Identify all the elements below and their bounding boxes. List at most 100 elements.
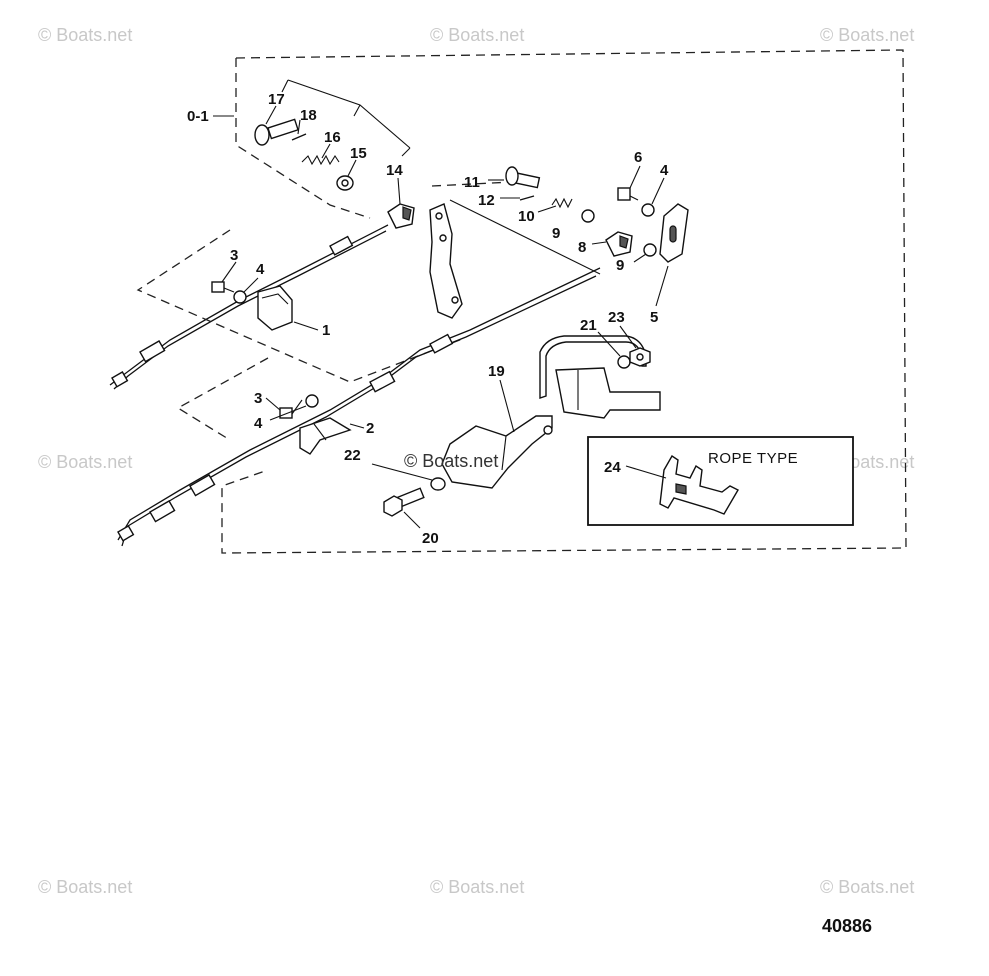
screw-6 (617, 187, 639, 201)
leader-6 (629, 165, 641, 189)
center-watermark: © Boats.net (404, 451, 498, 471)
leader-18 (297, 119, 301, 135)
leader-5 (655, 265, 669, 307)
leader-22 (371, 463, 433, 481)
leader-10 (537, 205, 557, 213)
cable-sleeve (369, 370, 396, 393)
kit-tick (401, 147, 411, 157)
callout-20: 20 (422, 530, 439, 547)
cable-sleeve (139, 340, 166, 363)
screw-head (254, 124, 270, 146)
washer-9-lower (643, 243, 657, 257)
cable-tip (111, 371, 129, 388)
screw-shank (223, 287, 235, 293)
link-5 (659, 203, 689, 263)
lower-cable (117, 267, 601, 541)
leader-14 (397, 177, 401, 205)
watermark: © Boats.net (38, 25, 132, 45)
leader-2 (349, 423, 365, 429)
rope-clamp-24 (659, 455, 739, 515)
clamp-detail (313, 423, 327, 441)
throttle-lever (429, 203, 463, 319)
outer-dashed-boundary (221, 49, 907, 554)
callout-11: 11 (464, 174, 480, 191)
leader-4a (651, 177, 665, 205)
callout-0-1: 0-1 (187, 108, 209, 125)
lower-clamp-dashed-box (176, 357, 269, 441)
watermark-layer: © Boats.net © Boats.net © Boats.net © Bo… (38, 25, 914, 897)
callout-2: 2 (366, 420, 374, 437)
cable-sleeve (429, 333, 454, 354)
lower-cable-edge (121, 275, 597, 547)
kit-dashed-boundary (235, 58, 371, 219)
callout-4-upper: 4 (256, 261, 265, 278)
washer-hole (341, 179, 349, 187)
screw-head (279, 407, 293, 419)
link-group-dashed-line (431, 181, 513, 187)
clamp-body (299, 417, 352, 455)
cable-sleeve (189, 474, 216, 497)
callout-9-lower: 9 (616, 257, 624, 274)
callout-5: 5 (650, 309, 658, 326)
screw-20 (383, 487, 425, 517)
callout-3-upper: 3 (230, 247, 238, 264)
watermark: © Boats.net (820, 877, 914, 897)
tube-body (555, 367, 661, 419)
callout-labels: 0-1 17 18 16 15 14 11 12 10 9 8 9 6 4 5 … (187, 91, 669, 547)
screw-3-lower (279, 399, 303, 419)
kit-tick (281, 79, 289, 93)
leader-17 (265, 105, 277, 125)
callout-22: 22 (344, 447, 361, 464)
nut-hole (636, 353, 644, 361)
washer-21 (617, 355, 631, 369)
screw-3-upper (211, 281, 235, 293)
upper-cable (109, 224, 389, 386)
leader-8 (591, 241, 607, 245)
cable-clamp-2 (299, 417, 352, 455)
washer-22 (430, 477, 446, 491)
upper-cable-fittings (111, 235, 354, 388)
screw-17 (254, 118, 299, 146)
callout-10: 10 (518, 208, 535, 225)
inset-title: ROPE TYPE (708, 450, 798, 467)
lever-hole (435, 212, 443, 220)
leader-20 (403, 511, 421, 529)
callout-1: 1 (322, 322, 330, 339)
leader-21 (597, 331, 621, 357)
leader-15 (347, 159, 357, 177)
callout-21: 21 (580, 317, 597, 334)
screw-head (383, 495, 403, 517)
screw-shank (291, 399, 303, 415)
leader-9b (633, 253, 647, 263)
reference-number: 40886 (822, 916, 872, 936)
watermark: © Boats.net (820, 25, 914, 45)
callout-16: 16 (324, 129, 341, 146)
callout-23: 23 (608, 309, 625, 326)
leader-3a (221, 261, 237, 283)
callout-9-upper: 9 (552, 225, 560, 242)
watermark: © Boats.net (38, 452, 132, 472)
leader-3b (265, 397, 281, 411)
callout-12: 12 (478, 192, 495, 209)
clamp-body (257, 285, 293, 331)
callout-8: 8 (578, 239, 586, 256)
upper-cable-edge (113, 230, 387, 390)
kit-tick (353, 104, 361, 117)
callout-6: 6 (634, 149, 642, 166)
cable-end-body (605, 231, 633, 257)
screw-shank (267, 118, 299, 140)
spring-16 (301, 154, 340, 166)
rope-clamp-body (659, 455, 739, 515)
bracket-edge (501, 435, 507, 471)
callout-4-right: 4 (660, 162, 669, 179)
upper-clamp-dashed-box (136, 229, 466, 383)
lever-hole (439, 234, 447, 242)
cable-end-8 (605, 231, 633, 257)
nut-23 (629, 347, 651, 367)
cable-tip (117, 525, 135, 542)
lever-body (429, 203, 463, 319)
leader-16 (321, 143, 331, 159)
cable-end-hole (619, 235, 629, 249)
bracket-hole (543, 425, 553, 435)
